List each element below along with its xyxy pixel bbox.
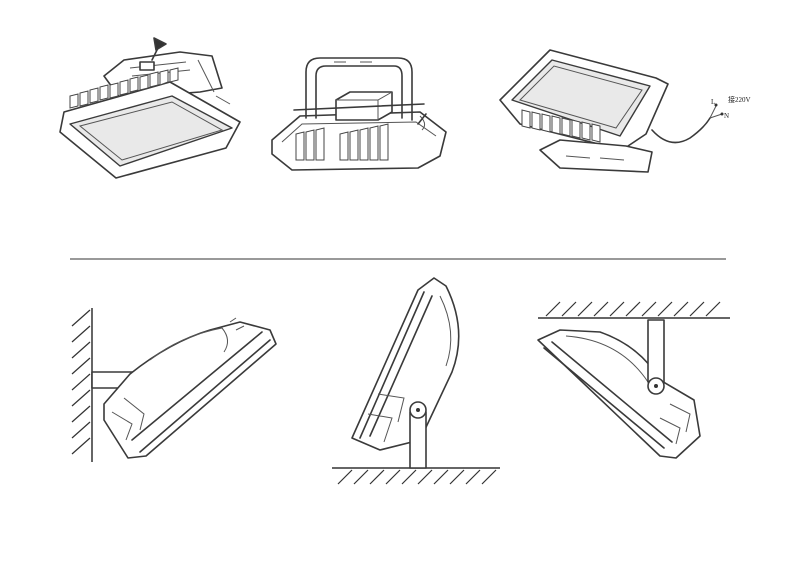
step3-wiring-drawing: L N 接220V (499, 49, 751, 173)
curved-arrow-icon (417, 113, 427, 125)
ceiling-mount-drawing (537, 301, 730, 459)
neutral-wire-label: N (724, 112, 729, 120)
ceiling-hatching (545, 301, 721, 317)
step1-open-cover-drawing (59, 37, 241, 179)
power-cable (651, 117, 711, 144)
step2-driver-inside-drawing (271, 57, 447, 171)
floor-mount-drawing (332, 277, 500, 485)
wall-hatching (71, 309, 91, 455)
floor-hatching (337, 469, 497, 485)
wall-mount-drawing (71, 308, 277, 462)
voltage-label: 接220V (728, 95, 751, 104)
live-wire-label: L (711, 98, 715, 106)
